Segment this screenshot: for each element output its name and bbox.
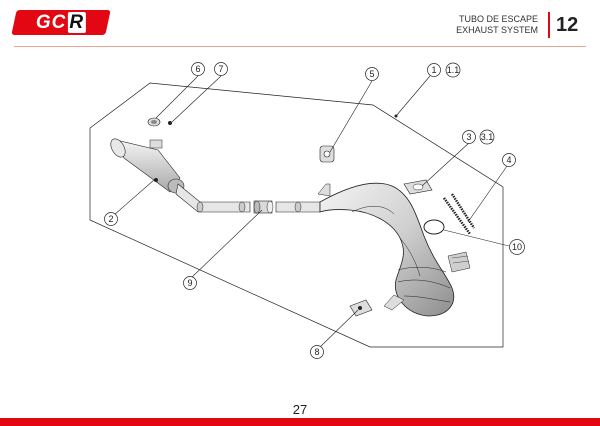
page-title: TUBO DE ESCAPE EXHAUST SYSTEM [456, 14, 538, 36]
mount-bracket [319, 145, 335, 163]
expansion-chamber [319, 182, 471, 317]
silencer-bracket [349, 299, 373, 317]
svg-text:1: 1 [431, 65, 436, 75]
callout-1: 1 [427, 63, 441, 77]
exhaust-flange [403, 179, 433, 195]
header-rule [14, 46, 586, 47]
callout-2: 2 [104, 212, 118, 226]
callout-1-1: 1.1 [445, 62, 461, 78]
svg-text:1.1: 1.1 [447, 65, 460, 75]
callout-3-1: 3.1 [479, 129, 495, 145]
svg-text:9: 9 [187, 278, 192, 288]
svg-text:4: 4 [506, 155, 511, 165]
callout-7: 7 [214, 62, 228, 76]
callout-8: 8 [310, 345, 324, 359]
svg-text:3: 3 [466, 132, 471, 142]
tail-pipe [175, 183, 251, 213]
silencer [110, 138, 185, 194]
svg-text:3.1: 3.1 [481, 132, 494, 142]
svg-text:6: 6 [195, 64, 200, 74]
footer-bar [0, 418, 600, 426]
page-number: 27 [292, 402, 308, 417]
mid-pipe [275, 183, 331, 213]
svg-text:5: 5 [369, 69, 374, 79]
callout-10: 10 [509, 239, 525, 255]
callout-4: 4 [502, 153, 516, 167]
callout-5: 5 [365, 67, 379, 81]
spring-hook [147, 117, 161, 127]
leader-lines [113, 75, 510, 349]
svg-text:7: 7 [218, 64, 223, 74]
title-spanish: TUBO DE ESCAPE [458, 14, 538, 24]
svg-text:2: 2 [108, 214, 113, 224]
callout-9: 9 [183, 276, 197, 290]
svg-text:10: 10 [512, 242, 522, 252]
exhaust-springs [442, 193, 476, 235]
connector-sleeve [253, 200, 274, 214]
section-number: 12 [556, 14, 579, 36]
title-english: EXHAUST SYSTEM [456, 25, 538, 35]
callout-6: 6 [191, 62, 205, 76]
svg-text:8: 8 [314, 347, 319, 357]
title-divider [548, 12, 550, 38]
callout-3: 3 [462, 130, 476, 144]
bolt [168, 121, 172, 125]
o-ring [423, 219, 445, 235]
